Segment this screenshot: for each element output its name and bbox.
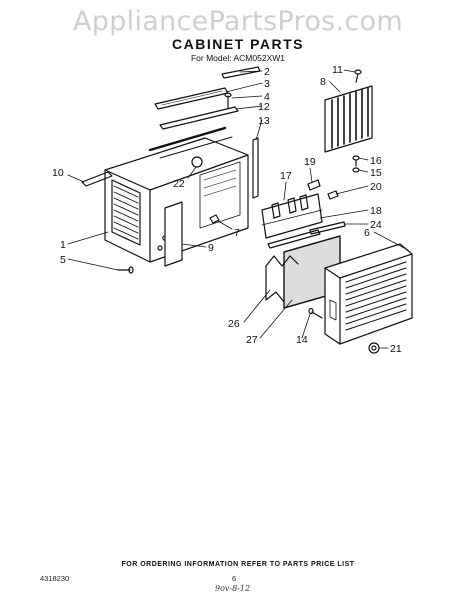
callout-17: 17 [280,170,292,182]
callout-4: 4 [264,91,270,103]
callout-labels: 2 3 4 12 13 10 22 1 5 7 9 11 8 16 15 19 … [52,64,402,355]
strip-24 [309,221,346,235]
handwritten-note: 9ov-8-12 [215,584,251,593]
rear-grille [324,85,373,153]
side-panel [164,201,183,267]
callout-20: 20 [370,181,382,193]
pin-14 [308,307,323,319]
top-seal-strip [221,66,261,79]
callout-24: 24 [370,219,382,231]
leader-lines [67,69,409,349]
screw-15 [352,167,360,173]
screw-5 [117,266,134,274]
callout-14: 14 [296,334,308,346]
watermark: AppliancePartsPros.com [73,6,403,37]
ordering-note: FOR ORDERING INFORMATION REFER TO PARTS … [121,561,355,568]
side-seal-strip [81,171,113,187]
callout-3: 3 [264,78,270,90]
callout-13: 13 [258,115,270,127]
control-panel-assembly [261,193,323,239]
side-bracket [252,137,259,199]
document-number: 4318230 [40,574,70,583]
callout-16: 16 [370,155,382,167]
filter-frame [265,255,299,303]
model-line: For Model: ACM052XW1 [190,53,285,63]
deflector-strip [267,229,321,249]
screw-16 [352,155,360,167]
top-rail [154,87,229,110]
bracket-19 [307,179,321,191]
callout-12: 12 [258,101,270,113]
front-grille [324,243,413,345]
callout-27: 27 [246,334,258,346]
callout-9: 9 [208,242,214,254]
page-title: CABINET PARTS [171,36,305,52]
callout-8: 8 [320,76,326,88]
callout-18: 18 [370,205,382,217]
clip-20 [327,190,339,200]
callout-5: 5 [60,254,66,266]
screw-4 [224,92,232,109]
callout-26: 26 [228,318,240,330]
callout-7: 7 [234,227,240,239]
callout-11: 11 [332,64,343,76]
callout-22: 22 [173,178,185,190]
callout-2: 2 [264,66,270,78]
callout-6: 6 [364,227,370,239]
cabinet-shell [104,126,249,263]
screw-11 [354,69,362,83]
knob-21 [368,342,380,354]
callout-21: 21 [390,343,402,355]
callout-19: 19 [304,156,316,168]
callout-15: 15 [370,167,382,179]
page-number: 6 [232,574,237,583]
callout-1: 1 [60,239,66,251]
top-rail-lower [159,106,239,130]
callout-10: 10 [52,167,64,179]
clip [209,214,220,224]
